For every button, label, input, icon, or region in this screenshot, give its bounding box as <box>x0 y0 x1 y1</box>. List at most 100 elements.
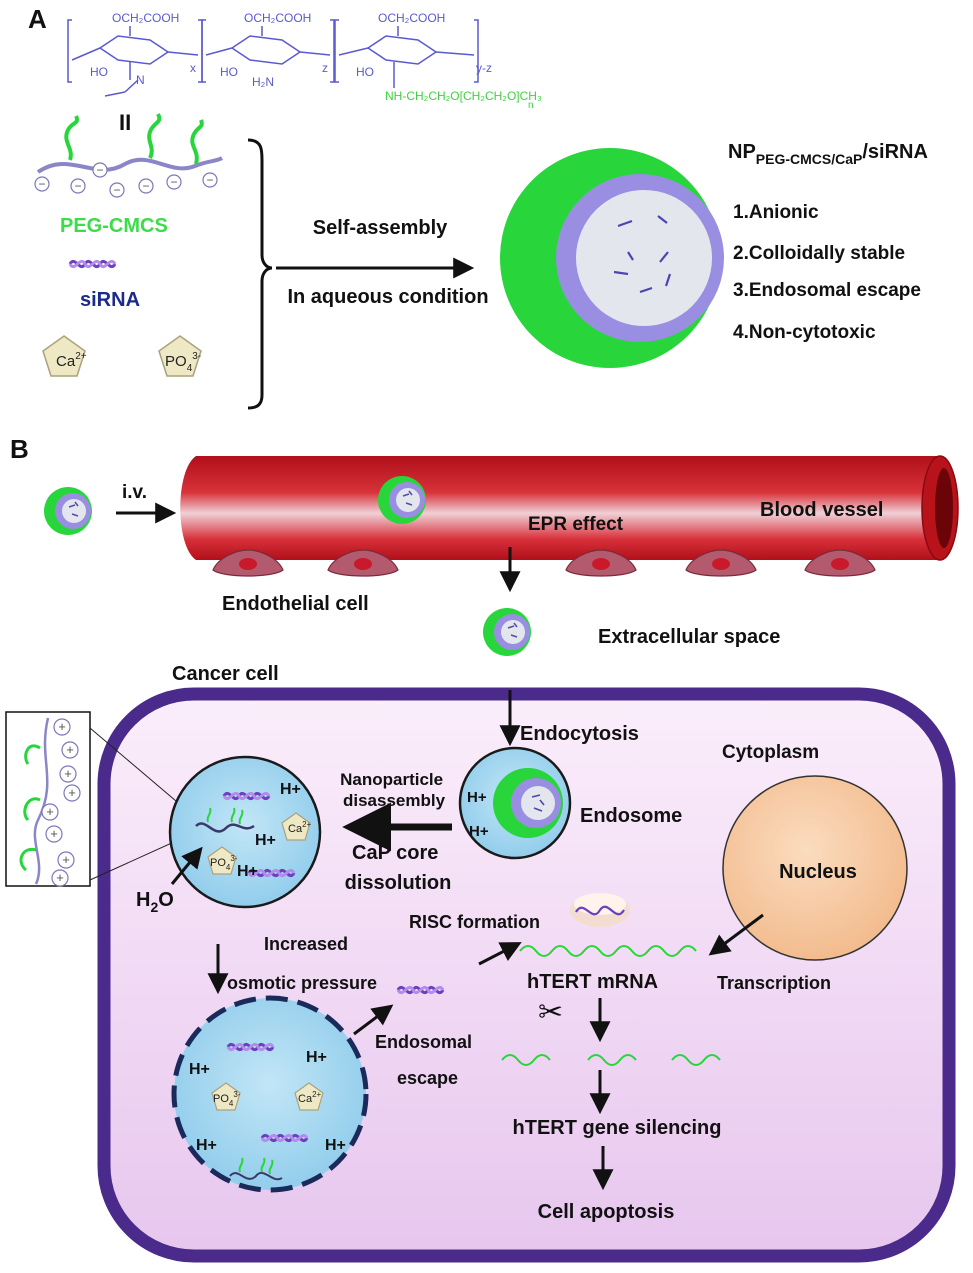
nanoparticle-icon <box>377 475 427 525</box>
endosome-hplus: H+ <box>196 1137 217 1154</box>
po4-label: PO43- <box>165 351 201 374</box>
peg-cmcs-polymer: − − − − − − − <box>34 113 223 198</box>
sirna-helix-icon <box>260 1133 309 1143</box>
nanoparticle-icon <box>482 607 532 657</box>
transcription-label: Transcription <box>717 973 831 993</box>
endosome-hplus: H+ <box>280 781 301 798</box>
minus-sign: − <box>170 175 177 189</box>
extracellular-space-label: Extracellular space <box>598 626 780 648</box>
mrna-fragment <box>501 1054 551 1066</box>
minus-sign: − <box>113 183 120 197</box>
sirna-helix-icon <box>68 259 117 269</box>
cell-apoptosis-label: Cell apoptosis <box>538 1201 675 1223</box>
sirna-label: siRNA <box>80 289 140 311</box>
blood-vessel-label: Blood vessel <box>760 499 883 521</box>
endosomal-label: Endosomal <box>375 1032 472 1052</box>
ca-label: Ca2+ <box>298 1090 322 1105</box>
chem-x-index: x <box>190 61 196 75</box>
htert-mrna-label: hTERT mRNA <box>527 971 658 993</box>
cap-dissolution-label: CaP core dissolution <box>345 842 452 894</box>
sirna-helix-icon <box>226 1042 275 1052</box>
property-item: 4.Non-cytotoxic <box>733 322 876 343</box>
plus-sign: + <box>58 719 66 734</box>
endosome-hplus: H+ <box>469 823 489 840</box>
equals-sign: II <box>119 110 131 135</box>
htert-silencing-label: hTERT gene silencing <box>513 1117 722 1139</box>
chem-sub2: OCH₂COOH <box>244 11 311 25</box>
chem-yz-index: y-z <box>476 61 492 75</box>
sirna-helix-icon <box>396 985 445 995</box>
endocytosis-label: Endocytosis <box>520 723 639 745</box>
endosome-hplus: H+ <box>467 789 487 806</box>
endosome-ruptured <box>171 995 369 1193</box>
mrna-fragment <box>587 1054 637 1066</box>
chem-ho3: HO <box>356 65 374 79</box>
mrna-strand <box>519 945 697 957</box>
aqueous-condition-label: In aqueous condition <box>287 286 488 308</box>
plus-sign: + <box>68 785 76 800</box>
endosome-hplus: H+ <box>255 832 276 849</box>
transcription-arrow <box>708 913 764 956</box>
blood-vessel <box>180 455 959 577</box>
plus-sign: + <box>66 742 74 757</box>
nanoparticle-large <box>500 148 724 368</box>
h2o-arrow <box>170 846 203 885</box>
mrna-fragment <box>671 1054 721 1066</box>
ca-label: Ca2+ <box>56 351 87 370</box>
self-assembly-label: Self-assembly <box>313 217 448 239</box>
risc-complex-icon <box>570 893 630 927</box>
increased-label: Increased <box>264 934 348 954</box>
risc-arrow <box>478 942 522 966</box>
minus-sign: − <box>142 179 149 193</box>
chem-nh2: H₂N <box>252 75 274 89</box>
property-item: 3.Endosomal escape <box>733 280 921 301</box>
chem-z-index: z <box>322 61 328 75</box>
chem-ho2: HO <box>220 65 238 79</box>
chem-n-atom: N <box>136 73 145 87</box>
cytoplasm-label: Cytoplasm <box>722 742 819 763</box>
endosome-disassembling <box>168 755 322 909</box>
plus-sign: + <box>62 852 70 867</box>
np-title: NPPEG-CMCS/CaP/siRNA <box>728 141 928 167</box>
minus-sign: − <box>74 179 81 193</box>
plus-sign: + <box>56 870 64 885</box>
endosome-hplus: H+ <box>325 1137 346 1154</box>
chemical-structure <box>67 19 479 97</box>
h2o-label: H2O <box>136 889 174 915</box>
plus-sign: + <box>64 766 72 781</box>
minus-sign: − <box>38 177 45 191</box>
endosome-hplus: H+ <box>306 1049 327 1066</box>
plus-sign: + <box>50 826 58 841</box>
minus-sign: − <box>96 163 103 177</box>
panel-a-label: A <box>28 4 47 34</box>
endosome-hplus: H+ <box>189 1061 210 1078</box>
nanoparticle-icon <box>43 486 93 536</box>
peg-cmcs-label: PEG-CMCS <box>60 215 168 237</box>
panel-b-label: B <box>10 434 29 464</box>
polymer-zoom-inset: + + + + + + + + <box>5 711 197 887</box>
nucleus-label: Nucleus <box>779 861 857 883</box>
chem-n-index: n <box>528 100 534 111</box>
grouping-bracket <box>247 138 273 410</box>
cancer-cell-label: Cancer cell <box>172 663 279 685</box>
plus-sign: + <box>46 804 54 819</box>
property-item: 2.Colloidally stable <box>733 243 905 264</box>
sirna-helix-icon <box>222 791 271 801</box>
endothelial-cell-label: Endothelial cell <box>222 593 369 615</box>
chem-sub1: OCH₂COOH <box>112 11 179 25</box>
po4-label: PO43- <box>210 854 238 872</box>
po4-label: PO43- <box>213 1090 241 1108</box>
risc-formation-label: RISC formation <box>409 912 540 932</box>
endosome <box>458 746 572 860</box>
panel-a: A OCH₂COOH OCH₂COOH OCH₂COOH HO HO <box>28 4 928 410</box>
endosome-label: Endosome <box>580 805 682 827</box>
property-item: 1.Anionic <box>733 202 819 223</box>
chem-peg-chain: NH-CH₂CH₂O[CH₂CH₂O]CH₃ <box>385 89 542 103</box>
epr-effect-label: EPR effect <box>528 514 624 535</box>
chem-ho1: HO <box>90 65 108 79</box>
endosome-hplus: H+ <box>237 863 258 880</box>
escape-label: escape <box>397 1068 458 1088</box>
escape-arrow <box>353 1004 394 1036</box>
minus-sign: − <box>206 173 213 187</box>
